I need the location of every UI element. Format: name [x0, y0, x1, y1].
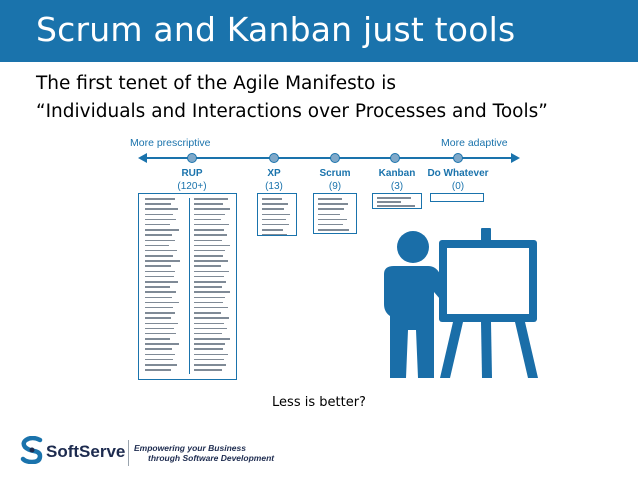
more-prescriptive-label: More prescriptive	[130, 137, 211, 149]
method-do-whatever: Do Whatever (0)	[413, 167, 503, 193]
prescriptive-adaptive-scale	[138, 153, 520, 163]
arrow-left-icon	[138, 153, 147, 163]
method-name: Do Whatever	[427, 168, 489, 179]
kanban-practice-column	[377, 197, 419, 208]
method-count: (9)	[328, 181, 342, 192]
method-count: (3)	[390, 181, 404, 192]
less-is-better-caption: Less is better?	[272, 395, 366, 410]
rup-practice-column	[189, 198, 231, 375]
method-count: (13)	[265, 181, 283, 192]
softserve-logo-icon	[20, 436, 43, 464]
scale-marker-xp	[269, 153, 279, 163]
kanban-practice-list	[372, 193, 422, 209]
scrum-practice-column	[318, 198, 354, 233]
logo-divider	[128, 440, 129, 466]
method-xp: XP (13)	[229, 167, 319, 193]
more-adaptive-label: More adaptive	[441, 137, 508, 149]
method-scrum: Scrum (9)	[290, 167, 380, 193]
tagline-line-1: Empowering your Business	[134, 443, 246, 453]
method-rup: RUP (120+)	[147, 167, 237, 193]
presenter-at-easel-icon	[384, 228, 538, 378]
method-count: (120+)	[177, 181, 207, 192]
rup-practice-list	[138, 193, 237, 380]
company-name: SoftServe	[46, 442, 126, 461]
method-name: Scrum	[319, 168, 351, 179]
method-name: XP	[267, 168, 281, 179]
xp-practice-list	[257, 193, 297, 236]
slide-title: Scrum and Kanban just tools	[36, 10, 516, 49]
method-count: (0)	[451, 181, 465, 192]
scale-marker-scrum	[330, 153, 340, 163]
method-name: Kanban	[378, 168, 416, 179]
scale-marker-rup	[187, 153, 197, 163]
subtitle: The first tenet of the Agile Manifesto i…	[36, 70, 626, 126]
method-kanban: Kanban (3)	[352, 167, 442, 193]
rup-practice-column	[145, 198, 181, 374]
arrow-right-icon	[511, 153, 520, 163]
subtitle-line-2: “Individuals and Interactions over Proce…	[36, 101, 548, 122]
scrum-practice-list	[313, 193, 357, 234]
do-whatever-practice-list	[430, 193, 484, 202]
subtitle-line-1: The first tenet of the Agile Manifesto i…	[36, 73, 397, 94]
tagline-line-2: through Software Development	[148, 453, 275, 463]
company-tagline: Empowering your Business through Softwar…	[134, 443, 274, 463]
method-name: RUP	[181, 168, 203, 179]
title-bar: Scrum and Kanban just tools	[0, 0, 638, 62]
scale-marker-do-whatever	[453, 153, 463, 163]
xp-practice-column	[262, 198, 294, 235]
scale-marker-kanban	[390, 153, 400, 163]
